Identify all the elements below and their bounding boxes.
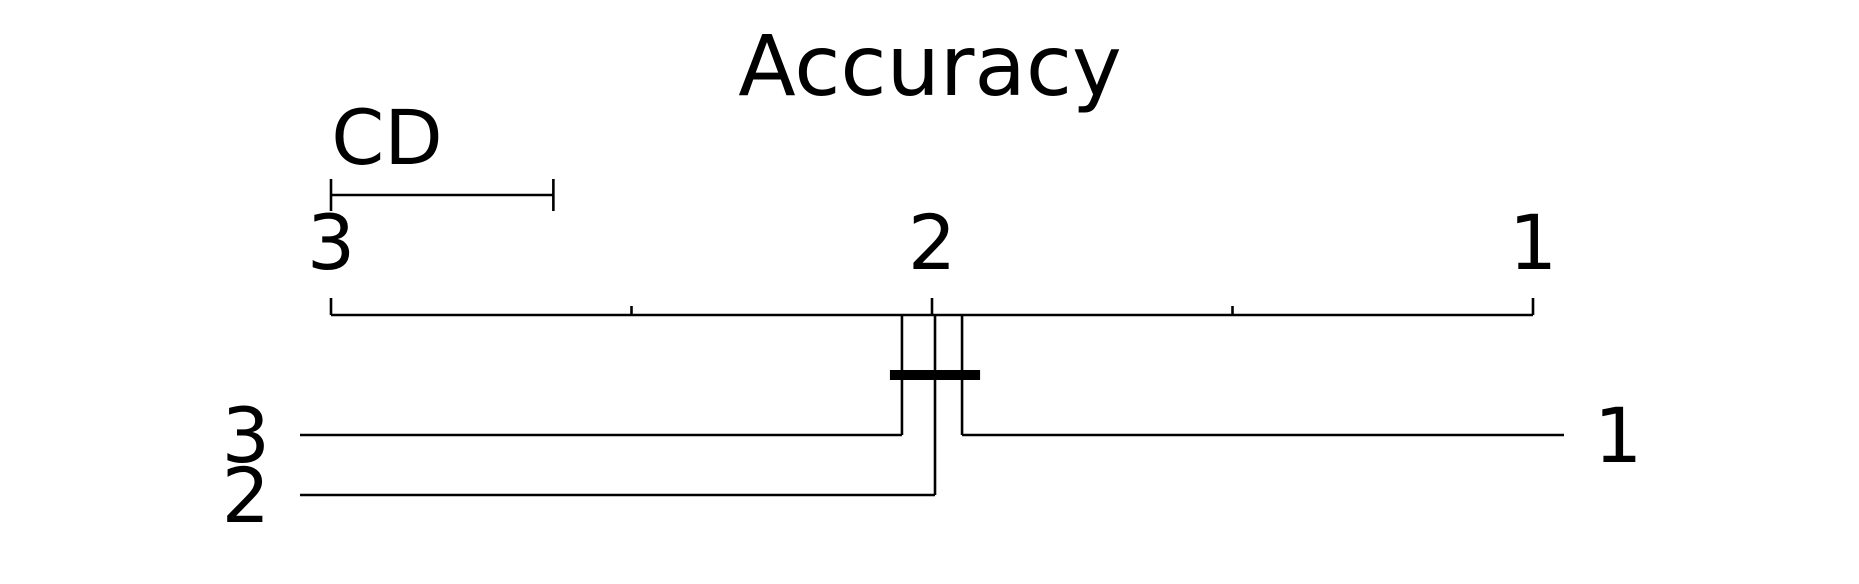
axis-tick-label: 3 — [307, 198, 355, 287]
cd-bar — [329, 179, 555, 211]
chart-title: Accuracy — [738, 17, 1122, 115]
method-label: 1 — [1594, 391, 1642, 480]
axis-tick-label: 1 — [1509, 198, 1557, 287]
method-label: 3 — [222, 391, 270, 480]
rank-axis: 3 2 1 — [307, 198, 1557, 317]
cd-label: CD — [331, 93, 443, 182]
method-label: 2 — [222, 451, 270, 540]
axis-tick-label: 2 — [908, 198, 956, 287]
method-connectors: 32 1 — [222, 315, 1642, 540]
